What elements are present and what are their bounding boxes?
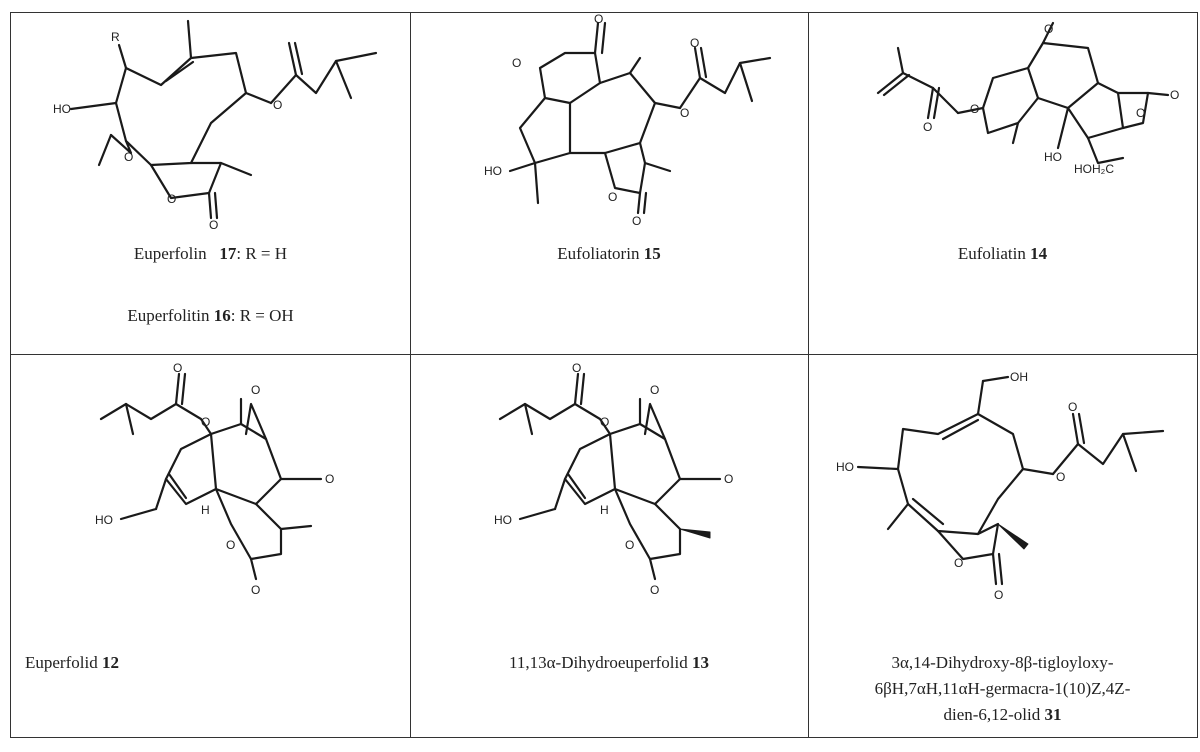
atom-label: HOH₂C (1074, 162, 1114, 176)
atom-label: H (201, 503, 210, 517)
atom-label: O (954, 556, 963, 570)
caption-line: Euperfolin 17: R = H (133, 244, 288, 263)
atom-label: R (111, 30, 120, 44)
atom-label: HO (53, 102, 71, 116)
atom-label: O (650, 583, 659, 597)
atom-label: O (680, 106, 689, 120)
atom-label: O (124, 150, 133, 164)
caption-line: 3α,14-Dihydroxy-8β-tigloyloxy- (891, 653, 1114, 672)
atom-label: O (1136, 106, 1145, 120)
atom-label: O (251, 583, 260, 597)
atom-label: O (994, 588, 1003, 602)
euperfolid-structure: O O O O H HO O O (81, 361, 381, 604)
atom-label: O (201, 415, 210, 429)
atom-label: O (923, 120, 932, 134)
cell-dihydroeuperfolid: O O O O H HO O O 11,13α-Dihydroeuperfoli… (410, 354, 808, 737)
atom-label: O (209, 218, 218, 232)
structure-table: R HO O O O O Euperfolin 17: R = H Euperf… (10, 12, 1198, 738)
eufoliatorin-structure: O O O O HO O O (440, 12, 780, 233)
caption-line: Eufoliatin 14 (957, 244, 1048, 263)
atom-label: O (1170, 88, 1179, 102)
row-divider (11, 354, 1197, 355)
atom-label: O (226, 538, 235, 552)
atom-label: O (273, 98, 282, 112)
column-divider (410, 13, 411, 737)
caption-line: Eufoliatorin 15 (557, 244, 661, 263)
atom-label: O (650, 383, 659, 397)
caption-line: Euperfolitin 16: R = OH (127, 306, 294, 325)
atom-label: O (251, 383, 260, 397)
atom-label: O (608, 190, 617, 204)
atom-label: OH (1010, 370, 1028, 384)
atom-label: O (1068, 400, 1077, 414)
atom-label: O (632, 214, 641, 228)
atom-label: H (600, 503, 609, 517)
cell-eufoliatin: O O O O O HO HOH₂C Eufoliatin 14 (808, 13, 1197, 354)
eufoliatin-structure: O O O O O HO HOH₂C (818, 13, 1188, 233)
atom-label: O (1056, 470, 1065, 484)
atom-label: O (600, 415, 609, 429)
caption-line: dien-6,12-olid 31 (943, 705, 1062, 724)
atom-label: O (690, 36, 699, 50)
atom-label: O (970, 102, 979, 116)
cell-germacra-olid: OH HO O O O O 3α,14-Dihydroxy-8β-tigloyl… (808, 354, 1197, 737)
caption-line: 6βH,7αH,11αH-germacra-1(10)Z,4Z- (874, 679, 1131, 698)
atom-label: HO (494, 513, 512, 527)
caption-line: Euperfolid 12 (25, 653, 119, 672)
atom-label: O (325, 472, 334, 486)
cell-eufoliatorin: O O O O HO O O Eufoliatorin 15 (410, 12, 808, 354)
atom-label: HO (1044, 150, 1062, 164)
atom-label: O (625, 538, 634, 552)
atom-label: O (594, 12, 603, 26)
atom-label: HO (95, 513, 113, 527)
atom-label: O (1044, 22, 1053, 36)
atom-label: HO (484, 164, 502, 178)
atom-label: O (512, 56, 521, 70)
atom-label: O (167, 192, 176, 206)
atom-label: O (572, 361, 581, 375)
column-divider (808, 13, 809, 737)
euperfolin-structure: R HO O O O O (31, 13, 401, 233)
cell-euperfolid: O O O O H HO O O Euperfolid 12 (11, 354, 410, 737)
atom-label: O (724, 472, 733, 486)
dihydroeuperfolid-structure: O O O O H HO O O (480, 361, 780, 604)
germacra-olid-structure: OH HO O O O O (818, 359, 1188, 609)
caption-line: 11,13α-Dihydroeuperfolid 13 (509, 653, 709, 672)
atom-label: O (173, 361, 182, 375)
atom-label: HO (836, 460, 854, 474)
cell-euperfolin: R HO O O O O Euperfolin 17: R = H Euperf… (11, 13, 410, 354)
